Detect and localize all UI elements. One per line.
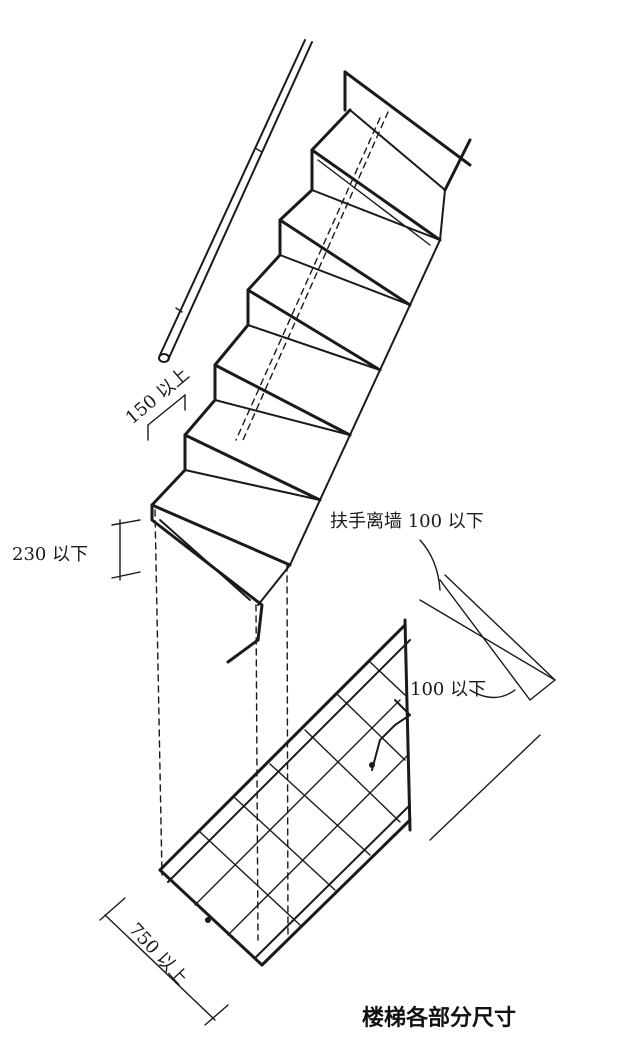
label-width: 750 以上 bbox=[124, 919, 191, 989]
staircase-steps bbox=[150, 70, 472, 664]
label-side-gap: 100 以下 bbox=[410, 679, 486, 700]
label-riser-height: 230 以下 bbox=[12, 544, 88, 565]
handrail bbox=[158, 39, 313, 363]
label-handrail-wall: 扶手离墙 100 以下 bbox=[330, 511, 484, 532]
plan-view bbox=[158, 618, 412, 967]
dimensions bbox=[99, 394, 556, 1026]
diagram-caption: 楼梯各部分尺寸 bbox=[362, 1005, 516, 1031]
handrail-projection bbox=[235, 111, 389, 441]
